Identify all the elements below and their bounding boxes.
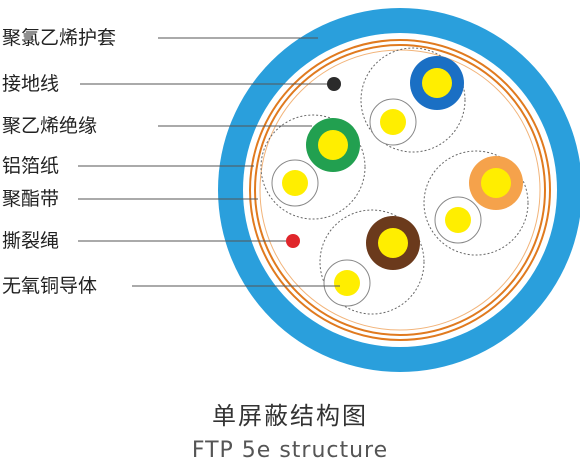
inner-tape-ring — [259, 49, 541, 331]
pair-1-boundary — [360, 47, 466, 153]
label-polyester-tape: 聚酯带 — [2, 188, 60, 210]
foil-ring — [254, 44, 546, 336]
label-pe-insulation: 聚乙烯绝缘 — [2, 115, 98, 137]
pair-3-orange-conductor — [481, 168, 511, 198]
pair-1-blue-conductor — [422, 68, 452, 98]
label-copper-conductor: 无氧铜导体 — [2, 275, 98, 297]
pair-1-white-conductor — [380, 109, 406, 135]
ripcord-dot — [286, 234, 300, 248]
drain-wire-dot — [327, 77, 341, 91]
label-drain-wire: 接地线 — [2, 73, 60, 95]
pair-3-boundary — [423, 150, 529, 256]
pair-3-white-conductor — [445, 207, 471, 233]
pair-4-white-conductor — [334, 270, 360, 296]
pair-2-green-conductor — [318, 130, 348, 160]
caption-chinese: 单屏蔽结构图 — [212, 402, 368, 430]
caption-english: FTP 5e structure — [191, 438, 389, 463]
pair-4-boundary — [319, 209, 425, 315]
jacket-inner — [243, 33, 557, 347]
pair-4-brown-conductor — [378, 228, 408, 258]
polyester-tape-ring — [249, 39, 551, 341]
pair-2-white-conductor — [282, 170, 308, 196]
label-pvc-jacket: 聚氯乙烯护套 — [2, 27, 117, 49]
label-aluminum-foil: 铝箔纸 — [2, 155, 60, 177]
label-ripcord: 撕裂绳 — [2, 230, 60, 252]
pair-2-boundary — [260, 114, 366, 220]
